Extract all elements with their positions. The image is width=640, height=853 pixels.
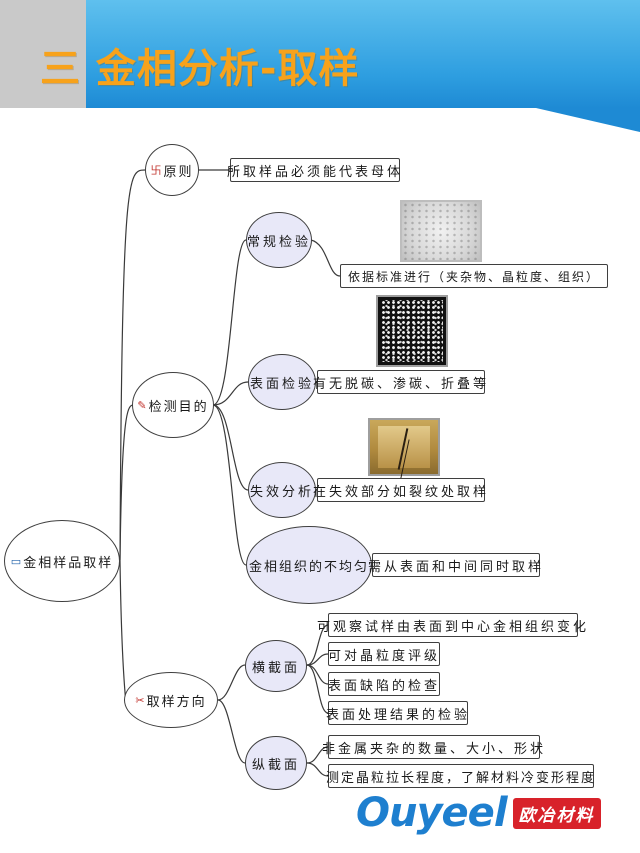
purpose-item-routine-label: 常规检验 [247, 234, 312, 250]
longitudinal-label: 纵截面 [251, 757, 300, 773]
purpose-item-nonuniform: 金相组织的不均匀 [246, 526, 372, 604]
principle-node: 卐 原则 [145, 144, 199, 196]
transverse-detail: 表面缺陷的检查 [328, 672, 440, 696]
transverse-detail-text: 可观察试样由表面到中心金相组织变化 [317, 619, 590, 635]
root-label: 金相样品取样 [23, 555, 114, 571]
leaf-icon: ✎ [137, 398, 147, 412]
longitudinal-detail: 非金属夹杂的数量、大小、形状 [322, 735, 543, 759]
metallographic-grain-photo [400, 200, 482, 262]
principle-detail: 所取样品必须能代表母体 [227, 158, 404, 182]
purpose-item-failure: 失效分析 [248, 462, 316, 518]
purpose-detail-failure: 在失效部分如裂纹处取样 [313, 478, 486, 502]
transverse-detail: 可对晶粒度评级 [328, 642, 440, 666]
transverse-detail-text: 表面处理结果的检验 [326, 707, 471, 723]
header-gray-block [0, 0, 86, 108]
header-blue-banner [86, 0, 640, 108]
seal-icon: 卐 [150, 164, 162, 177]
longitudinal-node: 纵截面 [245, 736, 307, 790]
purpose-label: 检测目的 [148, 399, 209, 415]
direction-label: 取样方向 [146, 694, 207, 710]
transverse-detail-text: 表面缺陷的检查 [328, 678, 441, 694]
transverse-detail-text: 可对晶粒度评级 [328, 648, 441, 664]
transverse-detail: 表面处理结果的检验 [326, 701, 471, 725]
purpose-detail-failure-text: 在失效部分如裂纹处取样 [313, 484, 490, 500]
purpose-detail-routine-text: 依据标准进行（夹杂物、晶粒度、组织） [347, 269, 600, 284]
longitudinal-detail: 测定晶粒拉长程度，了解材料冷变形程度 [326, 764, 597, 788]
purpose-item-surface-label: 表面检验 [249, 376, 314, 392]
header-notch [536, 108, 640, 132]
purpose-item-routine: 常规检验 [246, 212, 312, 268]
logo-brand-text: Ouyeel [356, 790, 508, 836]
notebook-icon: ▭ [10, 554, 22, 568]
scissors-icon: ✂ [135, 693, 145, 707]
surface-microstructure-photo [376, 295, 448, 367]
transverse-label: 横截面 [251, 660, 300, 676]
longitudinal-detail-text: 测定晶粒拉长程度，了解材料冷变形程度 [326, 770, 597, 786]
transverse-detail: 可观察试样由表面到中心金相组织变化 [317, 613, 586, 637]
purpose-detail-nonuniform: 需从表面和中间同时取样 [368, 553, 541, 577]
purpose-item-failure-label: 失效分析 [249, 484, 314, 500]
root-node: ▭ 金相样品取样 [4, 520, 120, 602]
page-title: 三 金相分析-取样 [40, 46, 360, 92]
longitudinal-detail-text: 非金属夹杂的数量、大小、形状 [322, 741, 547, 757]
crack-microstructure-photo [368, 418, 440, 476]
purpose-detail-routine: 依据标准进行（夹杂物、晶粒度、组织） [340, 264, 608, 288]
ouyeel-logo: Ouyeel 欧冶材料 [356, 788, 601, 838]
principle-detail-text: 所取样品必须能代表母体 [227, 164, 404, 180]
direction-node: ✂ 取样方向 [124, 672, 218, 728]
transverse-node: 横截面 [245, 640, 307, 692]
purpose-item-nonuniform-label: 金相组织的不均匀 [248, 559, 369, 575]
purpose-detail-surface-text: 有无脱碳、渗碳、折叠等 [313, 376, 490, 392]
principle-label: 原则 [163, 164, 194, 180]
purpose-node: ✎ 检测目的 [132, 372, 214, 438]
logo-cn-badge: 欧冶材料 [512, 797, 601, 829]
purpose-item-surface: 表面检验 [248, 354, 316, 410]
purpose-detail-nonuniform-text: 需从表面和中间同时取样 [368, 559, 545, 575]
purpose-detail-surface: 有无脱碳、渗碳、折叠等 [313, 370, 486, 394]
